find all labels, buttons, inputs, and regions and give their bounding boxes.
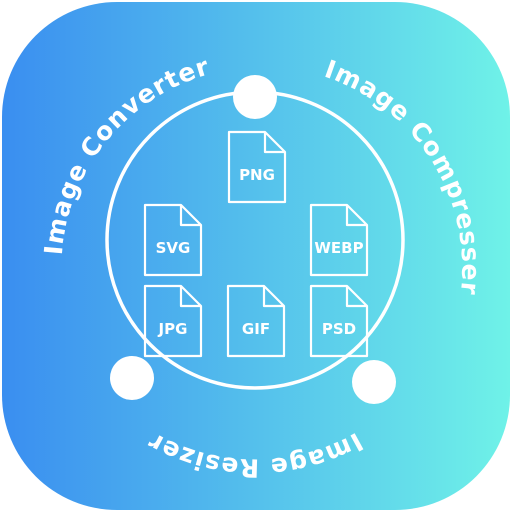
psd-label: PSD: [322, 320, 356, 338]
svg-label: SVG: [156, 239, 191, 257]
webp-file-icon: WEBP: [309, 203, 369, 277]
svg-file-icon: SVG: [143, 203, 203, 277]
png-file-icon: PNG: [227, 130, 287, 204]
ring-node-right: [352, 360, 396, 404]
psd-file-icon: PSD: [309, 284, 369, 358]
webp-label: WEBP: [314, 239, 363, 257]
jpg-label: JPG: [158, 320, 188, 338]
ring-node-left: [110, 356, 154, 400]
ring-node-top: [233, 75, 277, 119]
png-label: PNG: [239, 166, 275, 184]
jpg-file-icon: JPG: [143, 284, 203, 358]
gif-file-icon: GIF: [226, 284, 286, 358]
gif-label: GIF: [242, 320, 270, 338]
